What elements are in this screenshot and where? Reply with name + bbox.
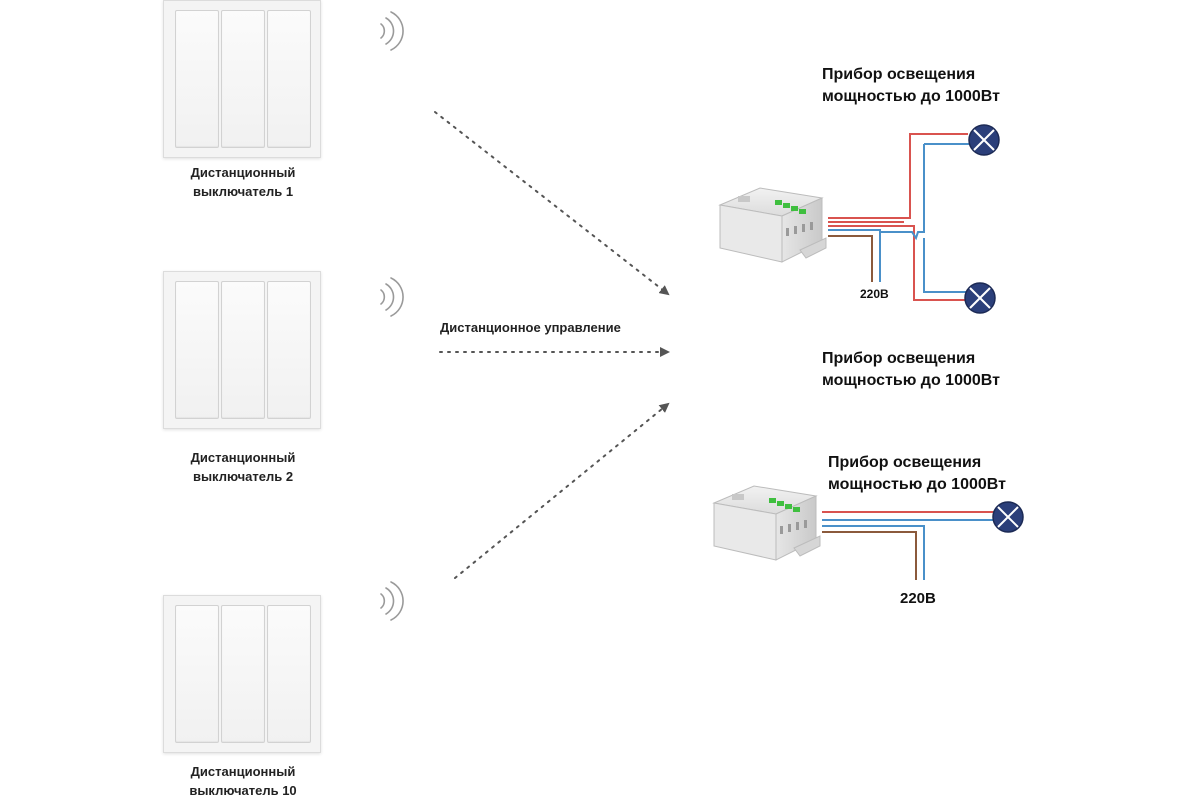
switch-2-caption: Дистанционный выключатель 2 (143, 448, 343, 486)
remote-switch-10 (163, 595, 321, 753)
lamp-title-2-line1: Прибор освещения (822, 350, 976, 367)
lamp-title-2-line2: мощностью до 1000Вт (822, 372, 1000, 389)
switch-1-caption-line1: Дистанционный (190, 165, 296, 180)
switch-2-caption-line2: выключатель 2 (192, 469, 294, 484)
relay-module-icon (718, 187, 827, 263)
switch-key (175, 281, 219, 419)
wiring-circuit-2 (822, 511, 994, 580)
switch-2-caption-line1: Дистанционный (190, 450, 296, 465)
switch-key (267, 605, 311, 743)
remote-switch-1 (163, 0, 321, 158)
lamp-title-3-line2: мощностью до 1000Вт (828, 476, 1006, 493)
wifi-signal-icon (380, 581, 404, 621)
switch-key (175, 10, 219, 148)
lamp-title-2: Прибор освещения мощностью до 1000Вт (822, 348, 1000, 392)
switch-key (221, 605, 265, 743)
wiring-circuit-1 (828, 133, 978, 301)
switch-key (221, 10, 265, 148)
remote-switch-2 (163, 271, 321, 429)
switch-key (267, 281, 311, 419)
lamp-icon (968, 124, 1000, 156)
switch-10-caption-line2: выключатель 10 (189, 783, 297, 798)
lamp-title-1-line1: Прибор освещения (822, 66, 976, 83)
lamp-title-1: Прибор освещения мощностью до 1000Вт (822, 64, 1000, 108)
remote-control-label: Дистанционное управление (440, 320, 621, 335)
switch-key (221, 281, 265, 419)
switch-1-caption: Дистанционный выключатель 1 (143, 163, 343, 201)
wifi-signal-icon (380, 11, 404, 51)
arrow-icon (434, 111, 670, 296)
switch-key (175, 605, 219, 743)
voltage-label-2: 220В (900, 590, 936, 607)
switch-10-caption: Дистанционный выключатель 10 (143, 762, 343, 800)
switch-1-caption-line2: выключатель 1 (192, 184, 294, 199)
switch-10-caption-line1: Дистанционный (190, 764, 296, 779)
lamp-title-1-line2: мощностью до 1000Вт (822, 88, 1000, 105)
voltage-label-1: 220В (860, 287, 889, 301)
relay-module-icon (712, 485, 821, 561)
lamp-icon (964, 282, 996, 314)
lamp-title-3: Прибор освещения мощностью до 1000Вт (828, 452, 1006, 496)
wifi-signal-icon (380, 277, 404, 317)
lamp-icon (992, 501, 1024, 533)
switch-key (267, 10, 311, 148)
arrow-icon (454, 402, 670, 579)
lamp-title-3-line1: Прибор освещения (828, 454, 982, 471)
